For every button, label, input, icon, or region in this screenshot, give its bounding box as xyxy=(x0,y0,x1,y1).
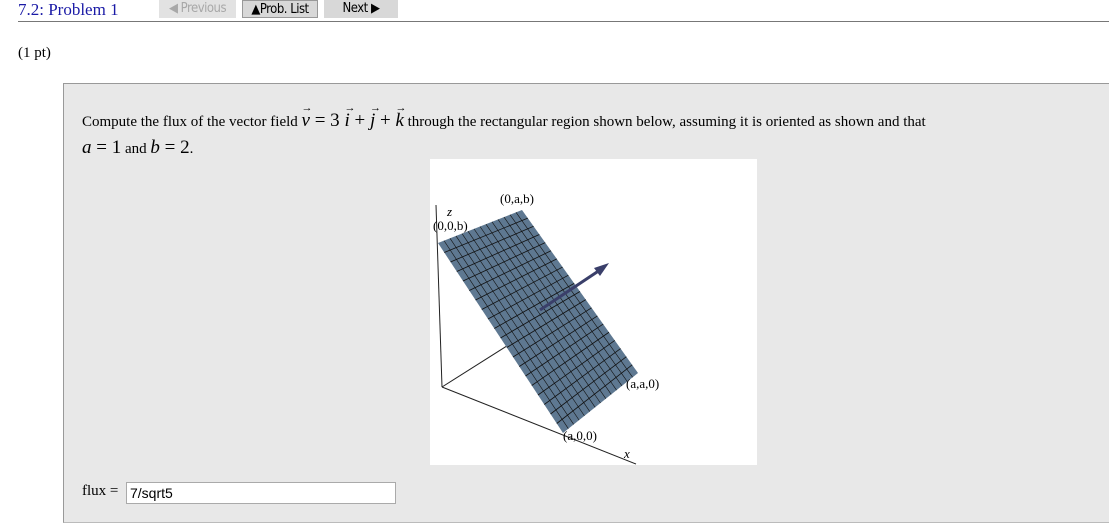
text: + xyxy=(375,110,396,131)
label-p00b: (0,0,b) xyxy=(433,218,468,233)
label-pa00: (a,0,0) xyxy=(563,428,597,443)
surface-grid-line xyxy=(443,240,569,429)
flux-answer-input[interactable] xyxy=(126,482,396,504)
surface-grid-line xyxy=(497,219,617,391)
y-axis xyxy=(441,343,511,388)
z-axis xyxy=(435,204,443,388)
surface-fill xyxy=(438,210,638,433)
surface-grid-line xyxy=(449,238,574,425)
surface-grid-line xyxy=(503,216,623,387)
surface-figure: z (0,0,b) (0,a,b) (a,a,0) (a,0,0) x xyxy=(430,159,757,465)
surface-grid-line xyxy=(467,231,591,412)
label-z: z xyxy=(446,204,452,219)
text: . xyxy=(189,141,194,157)
previous-button: ◀ Previous xyxy=(159,0,236,18)
text: through the rectangular region shown bel… xyxy=(403,114,926,130)
label-x: x xyxy=(623,446,630,461)
problem-list-button[interactable]: ▲Prob. List xyxy=(242,0,318,18)
x-axis xyxy=(441,386,637,465)
label-paa0: (a,a,0) xyxy=(626,376,659,391)
text: = 3 xyxy=(309,110,345,131)
surface-grid-line xyxy=(515,212,633,378)
header-divider xyxy=(18,21,1109,22)
surface-grid-line xyxy=(509,214,628,382)
symbol-a: a xyxy=(82,137,92,158)
text: = 2 xyxy=(159,137,190,158)
flux-label: flux = xyxy=(82,483,119,499)
text: = 1 xyxy=(91,137,122,158)
surface-grid-line xyxy=(479,226,601,404)
text: Compute the flux of the vector field xyxy=(82,114,302,130)
next-button[interactable]: Next ▶ xyxy=(324,0,398,18)
problem-title-link[interactable]: 7.2: Problem 1 xyxy=(18,0,119,19)
label-p0ab: (0,a,b) xyxy=(500,191,534,206)
normal-arrowhead xyxy=(594,263,609,276)
vector-i: i xyxy=(344,95,356,134)
vector-v: v xyxy=(302,95,314,134)
surface-grid-line xyxy=(455,235,580,421)
vector-k: k xyxy=(395,95,407,134)
problem-statement: Compute the flux of the vector field v =… xyxy=(82,95,1092,162)
surface-grid-line xyxy=(485,223,607,399)
surface-grid-line xyxy=(473,228,596,408)
text: and xyxy=(121,141,151,157)
rectangular-surface xyxy=(438,210,638,433)
points-label: (1 pt) xyxy=(18,45,51,61)
surface-grid-line xyxy=(491,221,612,395)
normal-arrow xyxy=(539,268,601,312)
symbol-b: b xyxy=(150,137,160,158)
vector-j: j xyxy=(370,95,382,134)
text: + xyxy=(349,110,370,131)
surface-grid-line xyxy=(461,233,585,417)
